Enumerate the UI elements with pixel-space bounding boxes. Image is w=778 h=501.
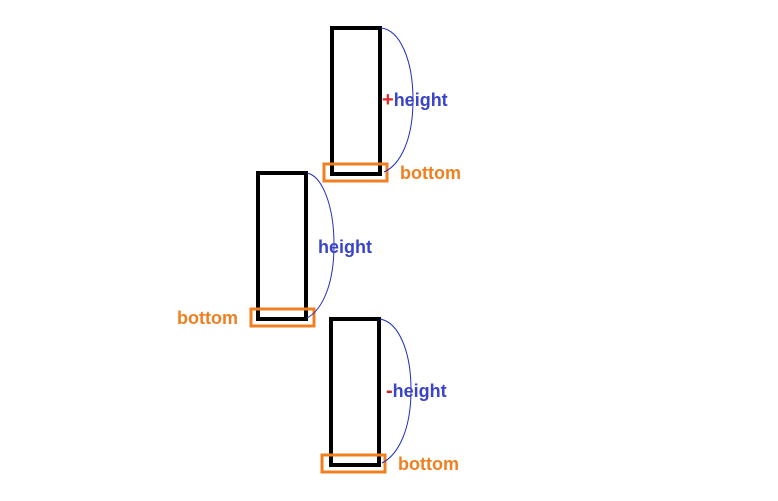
plus-sign: + <box>382 89 394 111</box>
bar-rectangle <box>329 317 381 467</box>
height-label: height <box>318 237 372 257</box>
diagram-bottom: -height bottom <box>320 317 459 474</box>
height-text: height <box>393 381 447 401</box>
bar-rectangle <box>256 171 308 321</box>
bar-rectangle <box>330 26 382 176</box>
diagram-middle: height bottom <box>177 171 372 328</box>
minus-sign: - <box>386 380 393 402</box>
height-label: -height <box>386 380 447 402</box>
height-text: height <box>394 90 448 110</box>
bottom-highlight-box <box>249 307 316 328</box>
bottom-label: bottom <box>398 454 459 474</box>
height-brace <box>306 172 335 319</box>
bottom-highlight-box <box>322 162 389 183</box>
height-brace <box>380 27 414 173</box>
diagram-top: +height bottom <box>322 26 461 183</box>
bottom-label: bottom <box>177 308 238 328</box>
bottom-label: bottom <box>400 163 461 183</box>
height-brace <box>379 318 412 464</box>
bottom-highlight-box <box>320 453 387 474</box>
height-label: +height <box>382 89 448 111</box>
height-text: height <box>318 237 372 257</box>
